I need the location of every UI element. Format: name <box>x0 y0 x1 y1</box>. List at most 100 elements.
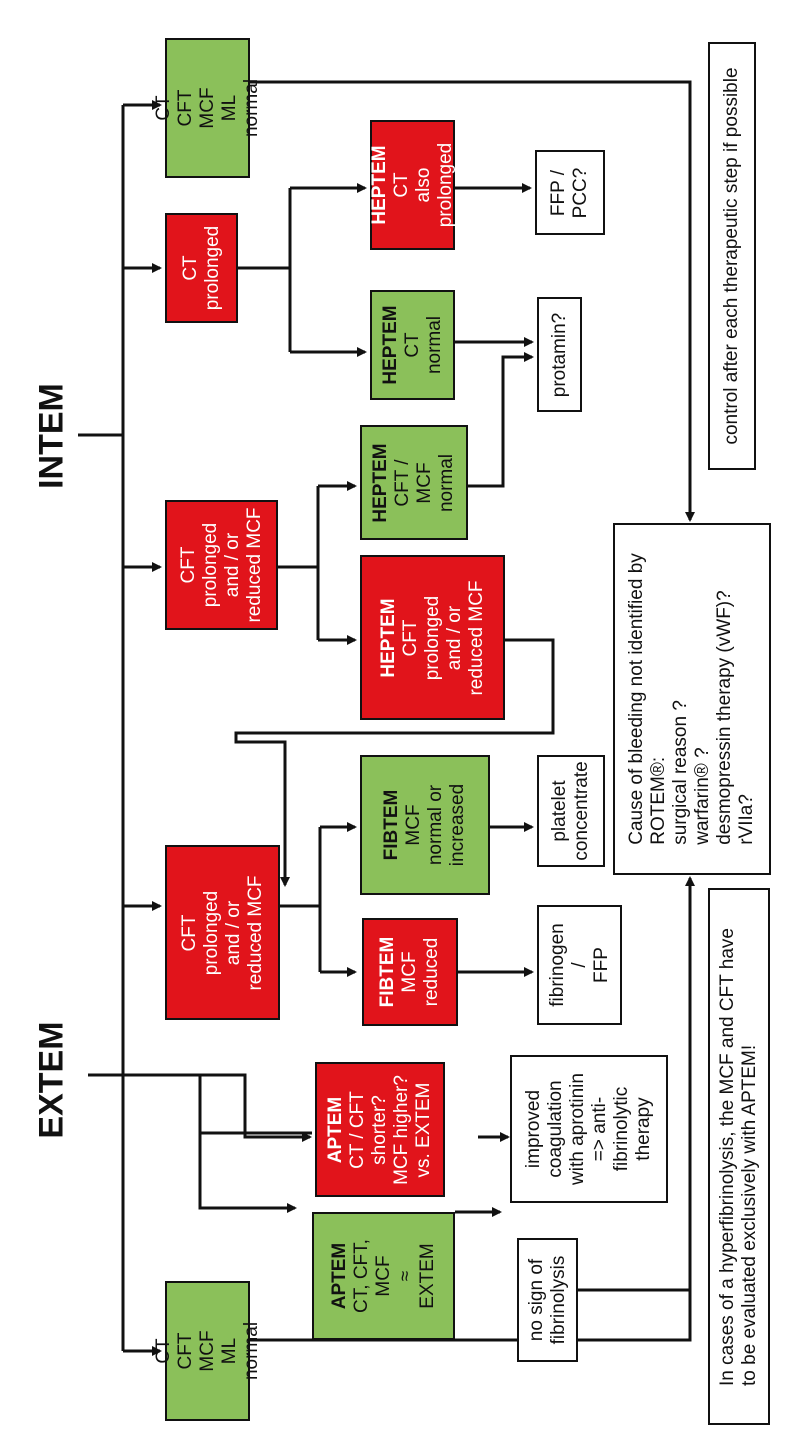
box-line: warfarin® ? <box>692 747 713 845</box>
box-line: fibrinogen <box>546 923 568 1007</box>
intem-normal-box: CT CFT MCF ML normal <box>153 38 262 178</box>
box-line: to be evaluated exclusively with APTEM! <box>739 1044 760 1386</box>
box-line: also <box>412 167 434 203</box>
box-keyword: HEPTEM <box>368 145 390 225</box>
box-line: CT <box>390 172 412 198</box>
intem-cft-prolonged-box: CFT prolonged and / or reduced MCF <box>165 500 278 630</box>
box-line: normal <box>240 78 262 138</box>
box-line: CT / CFT <box>347 1090 368 1169</box>
box-line: control after each therapeutic step if p… <box>721 67 742 445</box>
box-line: In cases of a hyperfibrinolysis, the MCF… <box>717 927 738 1386</box>
box-line: and / or <box>222 900 244 965</box>
aptem-shorter-box: APTEM CT / CFT shorter? MCF higher? vs. … <box>315 1062 445 1197</box>
box-line: CFT / <box>392 458 413 507</box>
box-line: CFT <box>174 1332 196 1370</box>
extem-normal-box: CT CFT MCF ML normal <box>153 1281 262 1421</box>
box-keyword: HEPTEM <box>379 305 401 385</box>
box-line: prolonged <box>200 890 222 975</box>
box-line: protamin? <box>548 312 570 397</box>
protamin-box: protamin? <box>537 297 582 412</box>
box-line: CT <box>152 95 174 121</box>
box-line: MCF <box>403 804 424 846</box>
box-keyword: FIBTEM <box>381 789 402 861</box>
box-line: surgical reason ? <box>670 700 691 845</box>
box-line: improved <box>523 1089 544 1169</box>
box-line: ≈ <box>394 1270 416 1282</box>
box-line: / <box>568 962 590 968</box>
box-line: MCF <box>196 1330 218 1372</box>
box-keyword: APTEM <box>325 1096 346 1163</box>
box-line: increased <box>447 783 468 867</box>
box-line: CT, CFT, <box>350 1239 372 1313</box>
box-line: and / or <box>443 605 465 670</box>
extem-heading: EXTEM <box>32 1021 71 1139</box>
box-line: and / or <box>221 532 243 598</box>
box-line: EXTEM <box>416 1243 438 1309</box>
box-line: coagulation <box>545 1080 566 1178</box>
box-line: desmopressin therapy (vWF)? <box>714 590 735 845</box>
extem-cft-prolonged-box: CFT prolonged and / or reduced MCF <box>165 845 280 1020</box>
box-line: CT <box>179 255 201 281</box>
box-line: => anti- <box>589 1096 610 1162</box>
box-line: with aprotinin <box>567 1073 588 1185</box>
box-line: CFT <box>177 546 199 584</box>
box-line: ML <box>218 1337 240 1365</box>
box-line: prolonged <box>434 142 456 228</box>
box-keyword: HEPTEM <box>370 442 391 523</box>
fibrinogen-ffp-box: fibrinogen / FFP <box>537 905 622 1025</box>
box-line: MCF higher? <box>391 1074 412 1185</box>
box-line: normal <box>423 315 445 375</box>
box-line: prolonged <box>199 522 221 608</box>
box-line: CFT <box>178 914 200 951</box>
box-line: ML <box>218 94 240 122</box>
box-line: MCF <box>399 951 420 993</box>
box-line: fibrinolytic <box>611 1086 632 1172</box>
heptem-ct-normal-box: HEPTEM CT normal <box>370 290 455 400</box>
aptem-equal-box: APTEM CT, CFT, MCF ≈ EXTEM <box>312 1212 455 1340</box>
intem-heading: INTEM <box>32 383 71 489</box>
box-keyword: FIBTEM <box>377 936 398 1008</box>
cause-of-bleeding-box: Cause of bleeding not identified by ROTE… <box>613 523 771 875</box>
box-line: CFT <box>399 619 421 656</box>
hyperfibrinolysis-note-box: In cases of a hyperfibrinolysis, the MCF… <box>708 888 770 1425</box>
box-line: shorter? <box>369 1094 390 1165</box>
intem-ct-prolonged-box: CT prolonged <box>165 213 238 323</box>
ffp-pcc-box: FFP / PCC? <box>535 150 605 235</box>
box-line: fibrinolysis <box>547 1255 569 1345</box>
box-line: reduced MCF <box>244 874 266 991</box>
box-line: reduced MCF <box>243 507 265 623</box>
box-line: CT <box>152 1338 174 1364</box>
box-line: MCF <box>372 1255 394 1297</box>
box-line: MCF <box>414 461 435 504</box>
heptem-cft-reduced-box: HEPTEM CFT prolonged and / or reduced MC… <box>360 555 505 720</box>
box-line: reduced MCF <box>465 579 487 696</box>
box-line: CFT <box>174 89 196 127</box>
box-line: prolonged <box>421 595 443 680</box>
box-line: PCC? <box>570 167 591 218</box>
box-line: vs. EXTEM <box>413 1081 434 1178</box>
fibtem-normal-box: FIBTEM MCF normal or increased <box>360 755 490 895</box>
fibtem-reduced-box: FIBTEM MCF reduced <box>362 918 458 1026</box>
box-keyword: HEPTEM <box>377 597 399 678</box>
box-line: MCF <box>196 87 218 129</box>
box-line: no sign of <box>525 1258 547 1342</box>
box-line: CT <box>401 332 423 358</box>
box-line: Cause of bleeding not identified by <box>626 553 647 845</box>
box-line: FFP / <box>548 169 569 216</box>
box-line: reduced <box>421 937 442 1007</box>
box-line: normal or <box>425 784 446 866</box>
box-line: normal <box>436 453 457 512</box>
heptem-ct-also-prolonged-box: HEPTEM CT also prolonged <box>368 120 456 250</box>
box-line: platelet <box>549 780 570 842</box>
box-line: concentrate <box>571 761 592 861</box>
control-note-box: control after each therapeutic step if p… <box>708 42 756 470</box>
box-line: FFP <box>590 947 612 983</box>
platelet-concentrate-box: platelet concentrate <box>537 755 605 867</box>
box-line: normal <box>240 1321 262 1381</box>
box-line: prolonged <box>201 225 223 311</box>
box-line: ROTEM®: <box>648 756 669 845</box>
box-keyword: APTEM <box>328 1242 350 1310</box>
box-line: therapy <box>633 1097 654 1161</box>
improved-coagulation-box: improved coagulation with aprotinin => a… <box>510 1055 668 1203</box>
